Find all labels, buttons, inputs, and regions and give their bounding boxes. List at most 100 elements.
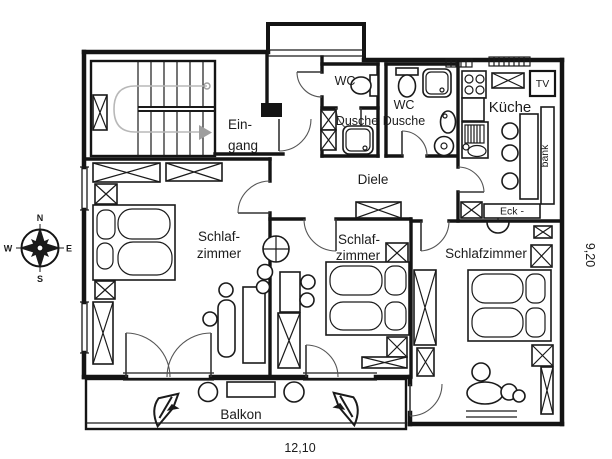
compass-south-label: S xyxy=(37,274,43,284)
double-bed-icon xyxy=(325,261,410,336)
compass-north-label: N xyxy=(37,213,44,223)
bench-label: bank xyxy=(539,144,551,168)
bedroom-right-door xyxy=(420,220,450,252)
double-bed-icon xyxy=(467,269,552,342)
hallway-furniture xyxy=(262,201,402,263)
balcony-door-right xyxy=(409,383,443,417)
kitchen-bench-horizontal xyxy=(483,203,541,219)
window-left-upper xyxy=(80,166,89,211)
sink-icon-wc-dusche xyxy=(433,110,457,157)
wardrobe-icon xyxy=(413,269,437,346)
window-left-lower xyxy=(80,301,89,354)
balcony-table-icon xyxy=(226,381,276,398)
balcony-table-icon xyxy=(197,381,219,403)
dimension-width-label: 12,10 xyxy=(284,441,315,455)
stool-icon xyxy=(202,311,218,327)
wall-basin-icon xyxy=(262,235,290,263)
bedroom-right-furniture xyxy=(413,225,554,415)
compass-west-label: W xyxy=(4,244,13,254)
kitchen-counter xyxy=(461,97,485,122)
window-kitchen-top xyxy=(488,56,531,67)
wardrobe-icon xyxy=(530,244,553,268)
wardrobe-icon xyxy=(533,225,553,239)
kitchen-door xyxy=(457,166,485,193)
window-bump xyxy=(267,49,365,57)
lounger-icon xyxy=(332,391,359,428)
tv-cabinet: TV xyxy=(528,69,557,98)
french-door-right xyxy=(166,332,212,378)
shower-icon-wc-dusche xyxy=(422,68,452,98)
desk-icon xyxy=(242,286,266,364)
window-bedroom-right xyxy=(466,410,517,418)
room-label-wc-dusche-2: Dusche xyxy=(383,114,425,128)
wardrobe-icon xyxy=(277,312,301,369)
kitchen-table xyxy=(519,113,539,200)
bedroom-left-door xyxy=(237,180,271,214)
bedroom-left-furniture xyxy=(92,162,274,365)
room-label-schlafzimmer-mitte-1: Schlaf- xyxy=(338,232,380,247)
balcony-furniture xyxy=(153,381,359,429)
compass-rose: N W E S xyxy=(4,213,72,284)
wardrobe-icon xyxy=(92,162,161,183)
dimension-height-label: 9,20 xyxy=(583,243,597,267)
wardrobe-icon xyxy=(540,366,554,415)
room-label-schlafzimmer-links-2: zimmer xyxy=(197,246,242,261)
elevator-icon xyxy=(92,94,108,131)
kitchen-bench-vertical xyxy=(540,106,555,205)
stair-arrow-icon xyxy=(199,125,212,140)
room-label-eingang-1: Ein- xyxy=(228,117,252,132)
chair-icon xyxy=(299,292,315,308)
room-label-schlafzimmer-mitte-2: zimmer xyxy=(336,248,381,263)
door-pillar xyxy=(261,103,282,117)
wardrobe-icon xyxy=(165,162,223,182)
room-label-wc-dusche-1: WC xyxy=(394,98,415,112)
double-bed-icon xyxy=(92,204,176,281)
shower-icon-dusche-small xyxy=(342,125,374,155)
bedroom-middle-door xyxy=(303,218,337,252)
kitchen-chair xyxy=(501,144,519,162)
tv-label: TV xyxy=(536,78,549,90)
lounger-icon xyxy=(153,392,180,429)
kitchen-chair xyxy=(501,122,519,140)
windows xyxy=(80,49,531,418)
exterior-walls xyxy=(81,22,565,427)
chair-icon xyxy=(512,389,526,403)
wardrobe-icon xyxy=(94,183,118,205)
basin-icon-bedroom-right xyxy=(486,217,510,234)
wardrobe-icon xyxy=(531,344,554,367)
kitchen-corner-cabinet-icon xyxy=(460,201,483,219)
kitchen-cabinet-icon xyxy=(491,72,525,89)
bathroom-fixtures xyxy=(320,67,510,234)
stool-icon xyxy=(256,263,274,281)
room-label-wc: WC xyxy=(335,74,356,88)
kitchen-sink-icon xyxy=(461,121,489,159)
wardrobe-icon xyxy=(385,242,409,264)
balcony-table-icon xyxy=(283,381,305,403)
room-labels: Ein- gang WC Dusche WC Dusche Küche Diel… xyxy=(197,74,597,455)
compass-east-label: E xyxy=(66,244,72,254)
desk-icon xyxy=(279,271,301,313)
wardrobe-icon xyxy=(361,356,408,369)
toilet-icon-wc-dusche xyxy=(395,67,419,98)
chaise-icon xyxy=(217,299,236,358)
wardrobe-icon xyxy=(94,280,116,300)
sill-french-door xyxy=(123,372,214,381)
table-icon xyxy=(466,381,504,405)
radiator-icon xyxy=(320,109,337,151)
bedroom-middle-furniture xyxy=(277,242,410,369)
room-label-kueche: Küche xyxy=(489,99,532,116)
wardrobe-icon xyxy=(416,347,435,377)
room-label-dusche: Dusche xyxy=(336,114,378,128)
stool-icon xyxy=(218,282,234,298)
stair-direction-line xyxy=(113,85,207,133)
kitchen-chair xyxy=(501,172,519,190)
interior-walls xyxy=(82,50,564,379)
eckbank-label: Eck - xyxy=(500,206,524,218)
room-label-balkon: Balkon xyxy=(220,407,261,422)
room-label-eingang-2: gang xyxy=(228,138,258,153)
stair-start-marker xyxy=(203,82,211,90)
room-label-schlafzimmer-links-1: Schlaf- xyxy=(198,229,240,244)
wardrobe-icon xyxy=(355,201,402,219)
